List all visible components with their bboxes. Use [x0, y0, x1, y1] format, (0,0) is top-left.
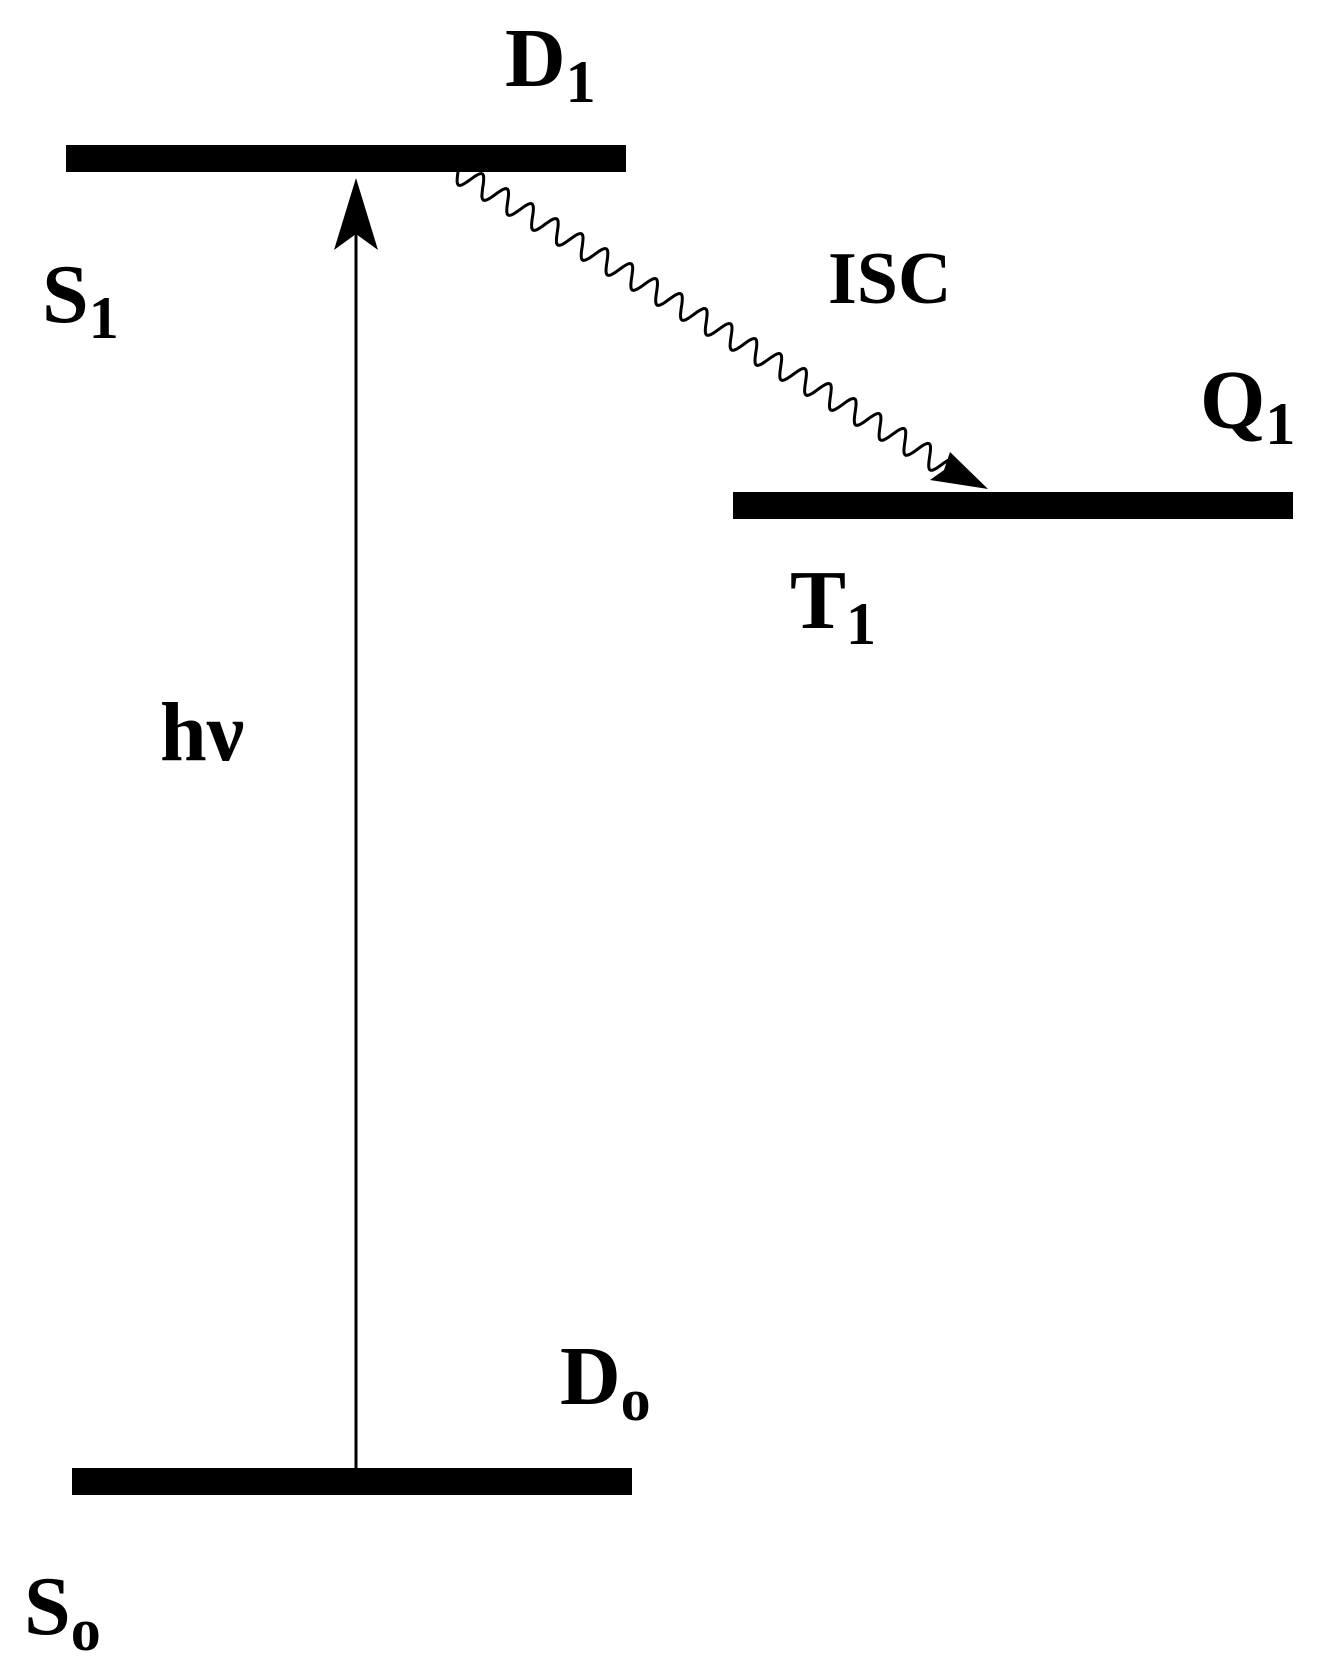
- label-hv: hν: [160, 686, 244, 779]
- label-s0: So: [24, 1560, 101, 1663]
- excitation-arrowhead: [334, 178, 378, 250]
- label-d1: D1: [505, 12, 596, 115]
- level-bar-s0-d0: [72, 1468, 632, 1495]
- level-bar-t1-q1: [733, 492, 1293, 519]
- label-t1: T1: [790, 554, 876, 657]
- label-isc: ISC: [828, 238, 951, 320]
- isc-wavy-arrow: [455, 171, 957, 482]
- level-bar-s1-d1: [66, 145, 626, 172]
- label-d0: Do: [560, 1330, 651, 1433]
- label-q1: Q1: [1200, 354, 1295, 457]
- label-s1: S1: [42, 248, 119, 351]
- isc-arrowhead: [930, 452, 988, 489]
